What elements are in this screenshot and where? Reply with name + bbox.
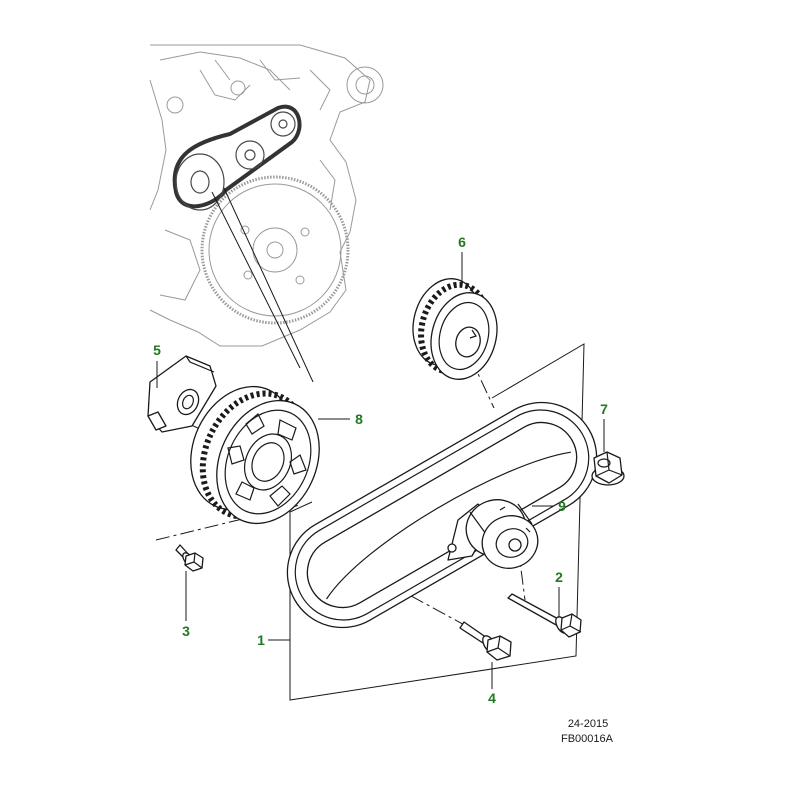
callout-2[interactable]: 2 — [555, 569, 563, 585]
callout-4[interactable]: 4 — [488, 690, 496, 706]
callout-3[interactable]: 3 — [182, 623, 190, 639]
callout-6[interactable]: 6 — [458, 234, 466, 250]
callout-8[interactable]: 8 — [355, 411, 363, 427]
camshaft-sprocket[interactable] — [404, 271, 507, 387]
date-code: 24-2015 — [568, 718, 608, 730]
pulley-flange[interactable] — [147, 355, 217, 433]
tensioner-bolt[interactable] — [507, 593, 582, 638]
flywheel-sketch — [200, 175, 350, 325]
flange-nut[interactable] — [591, 451, 625, 486]
callout-9[interactable]: 9 — [558, 498, 566, 514]
engine-background-sketch — [149, 44, 384, 383]
callout-7[interactable]: 7 — [600, 401, 608, 417]
leader-lines — [156, 252, 605, 689]
upper-belt-sketch — [172, 104, 302, 211]
crankshaft-pulley[interactable] — [171, 370, 338, 541]
pulley-bolt-lower[interactable] — [459, 621, 512, 661]
pointer-line-upper — [211, 191, 301, 369]
kit-bracket-box — [289, 343, 585, 701]
callouts: 1 2 3 4 5 6 7 8 9 — [153, 234, 608, 706]
pointer-line-lower — [223, 187, 314, 383]
callout-5[interactable]: 5 — [153, 342, 161, 358]
figure-id: FB00016A — [561, 733, 614, 745]
timing-belt[interactable] — [267, 382, 616, 647]
flange-bolt[interactable] — [175, 544, 204, 572]
callout-1[interactable]: 1 — [257, 632, 265, 648]
belt-tensioner[interactable] — [447, 491, 545, 576]
